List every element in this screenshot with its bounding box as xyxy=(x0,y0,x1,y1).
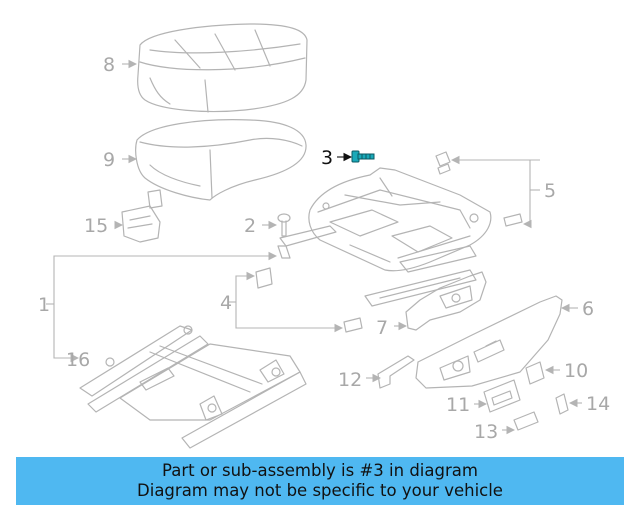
callout-13: 13 xyxy=(474,421,498,443)
callout-12: 12 xyxy=(338,369,362,391)
seat-rail-part xyxy=(364,269,477,307)
sensor-bracket-part xyxy=(121,189,163,243)
callout-8: 8 xyxy=(103,54,115,76)
callout-16: 16 xyxy=(66,349,90,371)
callout-2: 2 xyxy=(244,215,256,237)
small-bracket-part xyxy=(377,355,415,389)
callout-1: 1 xyxy=(38,294,50,316)
side-bracket-part xyxy=(405,271,487,331)
info-banner: Part or sub-assembly is #3 in diagram Di… xyxy=(16,457,624,505)
seat-frame-part xyxy=(277,167,492,273)
callout-7: 7 xyxy=(376,317,388,339)
callout-6: 6 xyxy=(582,298,594,320)
seat-cushion-cover-part xyxy=(135,119,307,201)
banner-line-part-number: Part or sub-assembly is #3 in diagram xyxy=(162,461,478,480)
screw-part xyxy=(277,213,291,237)
seat-cushion-pad-part xyxy=(137,23,308,113)
callout-11: 11 xyxy=(446,394,470,416)
callout-5: 5 xyxy=(544,180,556,202)
side-shield-part xyxy=(415,295,563,389)
leader-lines xyxy=(46,59,582,435)
callout-numbers: 8 9 15 2 3 5 1 4 7 6 16 12 10 11 14 13 xyxy=(38,54,610,443)
clip-parts xyxy=(435,151,523,227)
callout-4: 4 xyxy=(220,292,232,314)
callout-14: 14 xyxy=(586,393,610,415)
callout-9: 9 xyxy=(103,149,115,171)
switch-parts xyxy=(483,361,569,431)
callout-3: 3 xyxy=(321,147,333,169)
callout-10: 10 xyxy=(564,360,588,382)
callout-15: 15 xyxy=(84,215,108,237)
banner-line-disclaimer: Diagram may not be specific to your vehi… xyxy=(137,481,503,500)
clip-small-parts xyxy=(255,267,363,333)
seat-adjuster-frame-part xyxy=(79,325,307,449)
highlighted-bolt-part xyxy=(351,150,375,163)
